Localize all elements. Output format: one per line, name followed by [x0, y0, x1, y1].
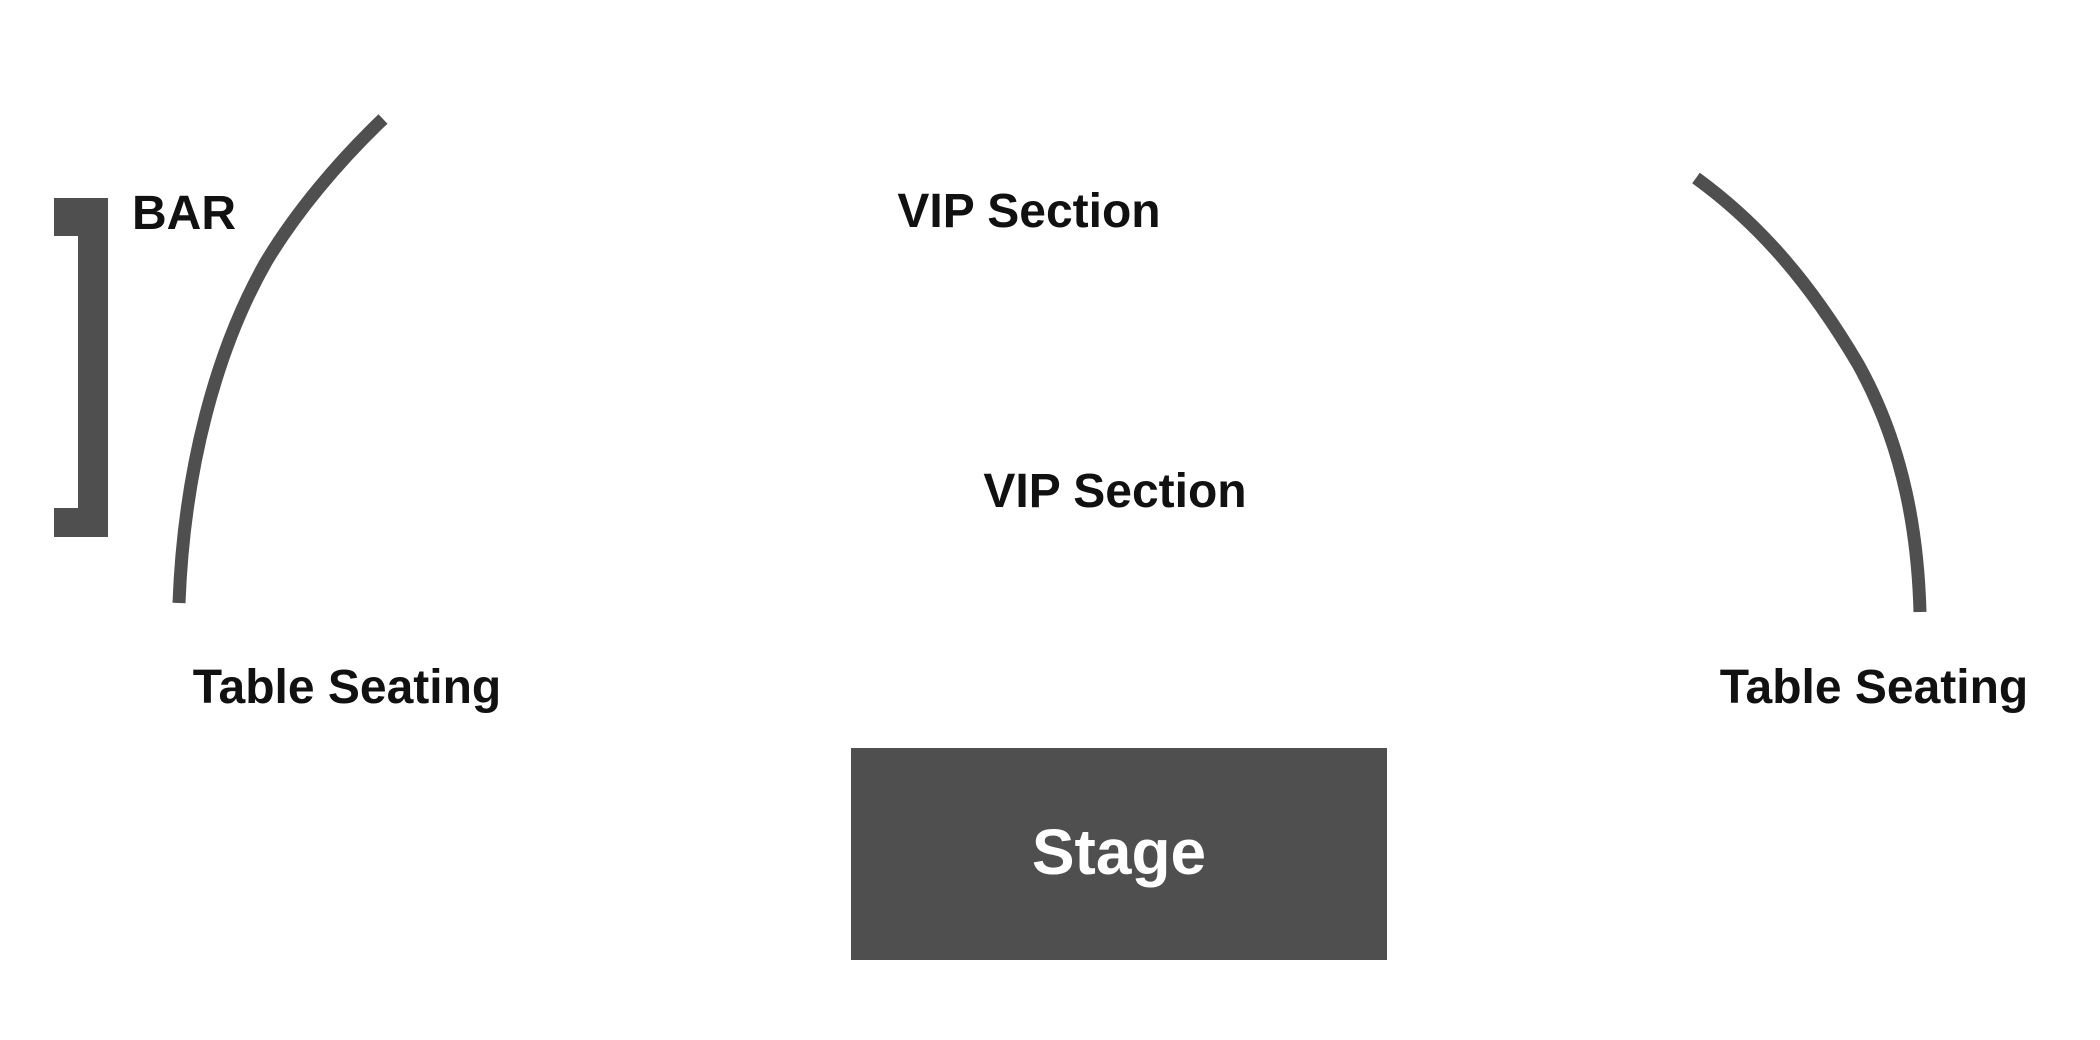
bar-label: BAR	[132, 187, 236, 240]
vip-section-label-lower: VIP Section	[983, 465, 1246, 518]
stage-block	[851, 748, 1387, 960]
left-partition-wall	[172, 114, 388, 604]
stage-label: Stage	[1032, 816, 1206, 888]
vip-section-label-upper: VIP Section	[897, 185, 1160, 238]
right-partition-wall	[1692, 172, 1927, 613]
table-seating-label-left: Table Seating	[193, 661, 502, 714]
table-seating-label-right: Table Seating	[1720, 661, 2029, 714]
bar-counter	[54, 198, 108, 537]
